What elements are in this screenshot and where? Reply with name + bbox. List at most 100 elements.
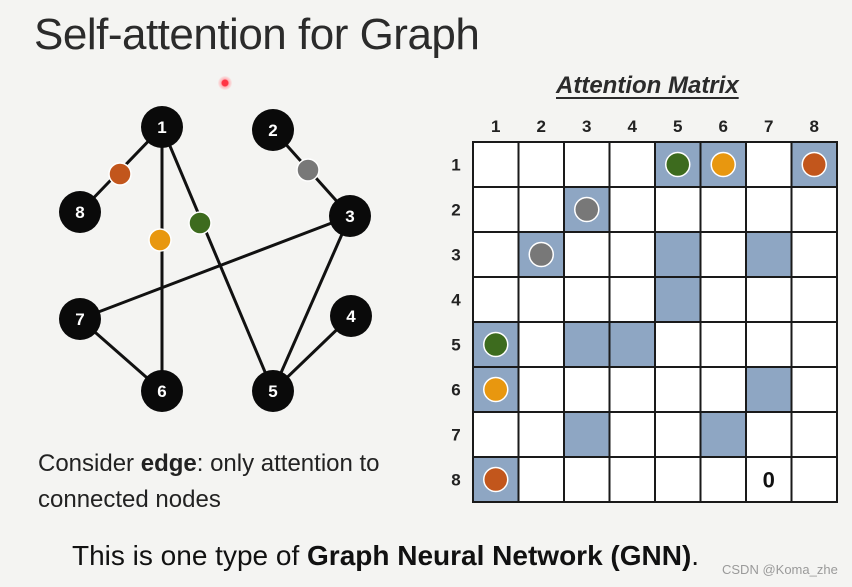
caption-text-1: Consider: [38, 450, 141, 477]
matrix-dot-1-6: [710, 151, 736, 178]
matrix-dot-1-8: [801, 151, 827, 178]
node-label-8: 8: [75, 203, 84, 222]
matrix-dot-1-5: [665, 151, 691, 178]
matrix-cell-3-3: [563, 231, 611, 278]
edge-dot-1-5: [188, 211, 212, 235]
matrix-cell-7-8: [790, 411, 838, 458]
matrix-col-label-7: 7: [764, 117, 773, 136]
matrix-cell-3-7: [745, 231, 793, 278]
edge-3-7: [79, 214, 351, 321]
matrix-cell-5-3: [563, 321, 611, 368]
matrix-cell-1-3: [563, 141, 611, 188]
matrix-col-label-6: 6: [719, 117, 728, 136]
matrix-cell-1-7: [745, 141, 793, 188]
matrix-cell-3-8: [790, 231, 838, 278]
matrix-cell-8-3: [563, 456, 611, 503]
matrix-cell-4-3: [563, 276, 611, 323]
matrix-cell-8-8: [790, 456, 838, 503]
node-8: 8: [59, 191, 101, 233]
matrix-cell-2-1: [472, 186, 520, 233]
matrix-col-label-1: 1: [491, 117, 500, 136]
matrix-cell-1-1: [472, 141, 520, 188]
graph-diagram: 1 2 3 4 5 6 7 8: [59, 106, 372, 412]
node-label-6: 6: [157, 382, 166, 401]
matrix-cell-7-5: [654, 411, 702, 458]
node-circle-4: [330, 295, 372, 337]
matrix-cell-6-2: [517, 366, 565, 413]
node-label-1: 1: [157, 118, 166, 137]
matrix-cell-5-6: [699, 321, 747, 368]
matrix-dot-2-3: [574, 196, 600, 223]
matrix-row-label-6: 6: [451, 381, 460, 400]
matrix-row-label-2: 2: [451, 201, 460, 220]
matrix-cell-6-6: [699, 366, 747, 413]
matrix-cell-2-5: [654, 186, 702, 233]
matrix-col-label-3: 3: [582, 117, 591, 136]
matrix-zero-label: 0: [763, 468, 775, 493]
matrix-cell-2-8: [790, 186, 838, 233]
matrix-row-label-1: 1: [451, 156, 460, 175]
matrix-cell-6-8: [790, 366, 838, 413]
matrix-cell-6-3: [563, 366, 611, 413]
node-label-5: 5: [268, 382, 277, 401]
matrix-dot-6-1: [483, 376, 509, 403]
matrix-cell-6-7: [745, 366, 793, 413]
node-circle-6: [141, 370, 183, 412]
matrix-row-label-4: 4: [451, 291, 461, 310]
footer-statement: This is one type of Graph Neural Network…: [72, 540, 699, 572]
matrix-cell-4-2: [517, 276, 565, 323]
matrix-col-label-8: 8: [810, 117, 819, 136]
node-circle-1: [141, 106, 183, 148]
matrix-cell-2-7: [745, 186, 793, 233]
matrix-cell-7-2: [517, 411, 565, 458]
matrix-cell-2-2: [517, 186, 565, 233]
matrix-cells: 0: [472, 141, 838, 503]
caption-text-2: : only attention to connected nodes: [38, 450, 380, 513]
matrix-cell-5-7: [745, 321, 793, 368]
matrix-cell-3-5: [654, 231, 702, 278]
node-label-2: 2: [268, 121, 277, 140]
node-circle-7: [59, 298, 101, 340]
matrix-cell-1-2: [517, 141, 565, 188]
node-circle-2: [252, 109, 294, 151]
matrix-cell-7-3: [563, 411, 611, 458]
matrix-cell-8-7: [745, 456, 793, 503]
laser-pointer-dot: [218, 76, 232, 90]
watermark: CSDN @Koma_zhe: [722, 562, 838, 577]
matrix-cell-4-5: [654, 276, 702, 323]
node-3: 3: [329, 195, 371, 237]
matrix-cell-2-4: [608, 186, 656, 233]
node-4: 4: [330, 295, 372, 337]
matrix-cell-4-8: [790, 276, 838, 323]
matrix-title: Attention Matrix: [556, 72, 739, 99]
footer-text-1: This is one type of: [72, 540, 308, 571]
matrix-row-label-5: 5: [451, 336, 460, 355]
node-5: 5: [252, 370, 294, 412]
edge-1-5: [160, 126, 275, 392]
matrix-cell-5-8: [790, 321, 838, 368]
matrix-cell-4-4: [608, 276, 656, 323]
matrix-cell-1-4: [608, 141, 656, 188]
matrix-cell-8-6: [699, 456, 747, 503]
matrix-col-label-5: 5: [673, 117, 682, 136]
edge-3-5: [271, 215, 352, 392]
caption: Consider edge: only attention to connect…: [38, 446, 438, 518]
matrix-row-label-7: 7: [451, 426, 460, 445]
matrix-cell-7-6: [699, 411, 747, 458]
footer-bold: Graph Neural Network (GNN): [307, 540, 692, 571]
edge-dot-1-8: [108, 162, 132, 186]
matrix-cell-3-6: [699, 231, 747, 278]
matrix-cell-8-2: [517, 456, 565, 503]
matrix-cell-6-4: [608, 366, 656, 413]
matrix-col-label-2: 2: [537, 117, 546, 136]
matrix-row-label-3: 3: [451, 246, 460, 265]
matrix-cell-5-4: [608, 321, 656, 368]
node-1: 1: [141, 106, 183, 148]
node-7: 7: [59, 298, 101, 340]
node-label-3: 3: [345, 207, 354, 226]
graph-edge-dots: [108, 158, 320, 252]
matrix-cell-3-4: [608, 231, 656, 278]
